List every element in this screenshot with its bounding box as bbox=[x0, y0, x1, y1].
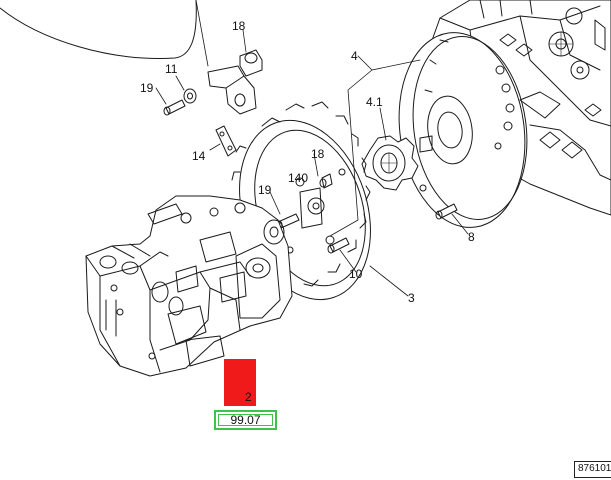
callout-3[interactable]: 3 bbox=[408, 291, 415, 305]
callout-11[interactable]: 11 bbox=[165, 62, 178, 76]
page-reference-label: 99.07 bbox=[230, 413, 261, 427]
bolt-8 bbox=[435, 203, 458, 220]
bolt-19-top bbox=[163, 99, 186, 116]
drawing-id-label: 876101 bbox=[574, 461, 611, 478]
cutaway-arc bbox=[0, 0, 197, 59]
callout-18-mid[interactable]: 18 bbox=[311, 147, 325, 161]
callout-14[interactable]: 14 bbox=[192, 149, 206, 163]
leader-lines bbox=[155, 29, 469, 393]
callout-8[interactable]: 8 bbox=[468, 230, 475, 244]
bracket bbox=[207, 65, 257, 115]
bolt-140 bbox=[319, 173, 333, 189]
flywheel bbox=[398, 32, 528, 228]
washer-11 bbox=[183, 88, 197, 104]
page-reference-inner-border bbox=[218, 414, 273, 426]
plate-14 bbox=[215, 125, 237, 157]
page-reference-link[interactable]: 99.07 bbox=[214, 410, 277, 430]
callout-4-1[interactable]: 4.1 bbox=[366, 95, 383, 109]
callout-2[interactable]: 2 bbox=[245, 390, 252, 404]
hub-shaft bbox=[419, 135, 433, 153]
bolt-10 bbox=[327, 237, 350, 254]
callout-18-top[interactable]: 18 bbox=[232, 19, 246, 33]
hydraulic-pump bbox=[85, 195, 293, 377]
coupling-element bbox=[361, 135, 419, 191]
callout-19-left[interactable]: 19 bbox=[140, 81, 154, 95]
callout-10[interactable]: 10 bbox=[349, 267, 363, 281]
spacer-18-top bbox=[239, 49, 263, 77]
callout-4[interactable]: 4 bbox=[351, 49, 358, 63]
callout-19-mid[interactable]: 19 bbox=[258, 183, 272, 197]
highlighted-part-marker[interactable]: 2 bbox=[224, 359, 256, 406]
callout-140[interactable]: 140 bbox=[288, 171, 308, 185]
